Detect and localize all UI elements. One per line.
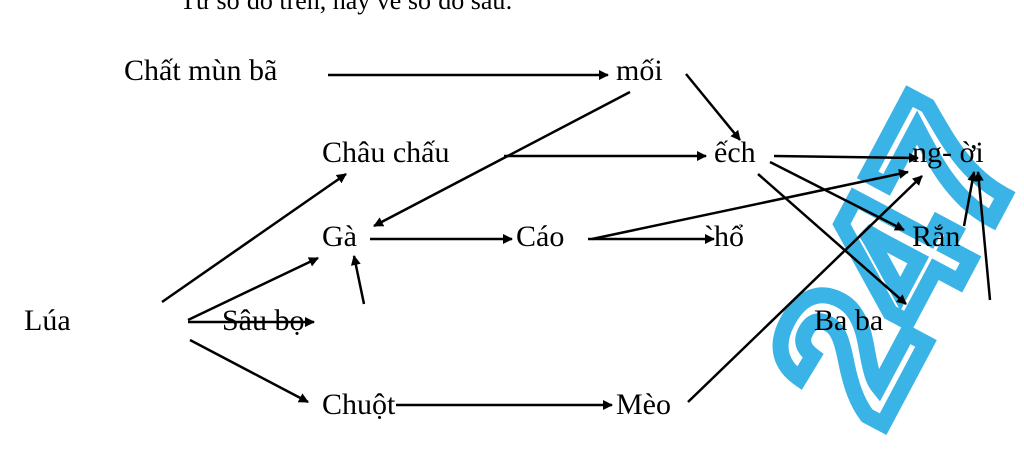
arrow-meo-to-nguoi [687, 175, 923, 403]
arrow-cao-to-nguoi [591, 168, 909, 241]
node-nguoi: ng- ời [912, 136, 984, 169]
node-ho: `hổ [704, 220, 744, 253]
arrow-ran-to-nguoi [962, 171, 978, 227]
arrow-moi-to-ga [373, 90, 631, 228]
arrow-ech-to-ran [769, 160, 905, 232]
arrow-lua-to-ga [187, 256, 319, 322]
node-ba-ba: Ba ba [814, 304, 884, 337]
arrow-lua-to-chuot [189, 338, 309, 404]
node-chau-chau: Châu chấu [322, 136, 450, 169]
node-sau-bo: Sâu bọ [222, 304, 305, 337]
arrow-lua-to-chau-chau [161, 172, 347, 304]
node-ga: Gà [322, 220, 357, 253]
arrow-ech-to-ba-ba [757, 173, 907, 305]
node-cao: Cáo [516, 220, 565, 253]
arrow-moi-to-ech [685, 73, 741, 141]
node-ran: Rắn [912, 220, 961, 253]
arrow-ba-ba-to-nguoi [973, 171, 992, 301]
node-chat-mun-ba: Chất mùn bã [124, 54, 278, 87]
node-meo: Mèo [616, 388, 671, 421]
header-text: Từ sơ đồ trên, hãy vẽ sơ đồ sau: [180, 0, 513, 15]
node-chuot: Chuột [322, 388, 396, 421]
arrow-ech-to-nguoi [773, 152, 919, 163]
node-ech: ếch [714, 136, 756, 169]
node-moi: mối [616, 54, 663, 87]
arrow-sau-bo-to-ga [350, 255, 366, 305]
node-lua: Lúa [24, 304, 71, 337]
